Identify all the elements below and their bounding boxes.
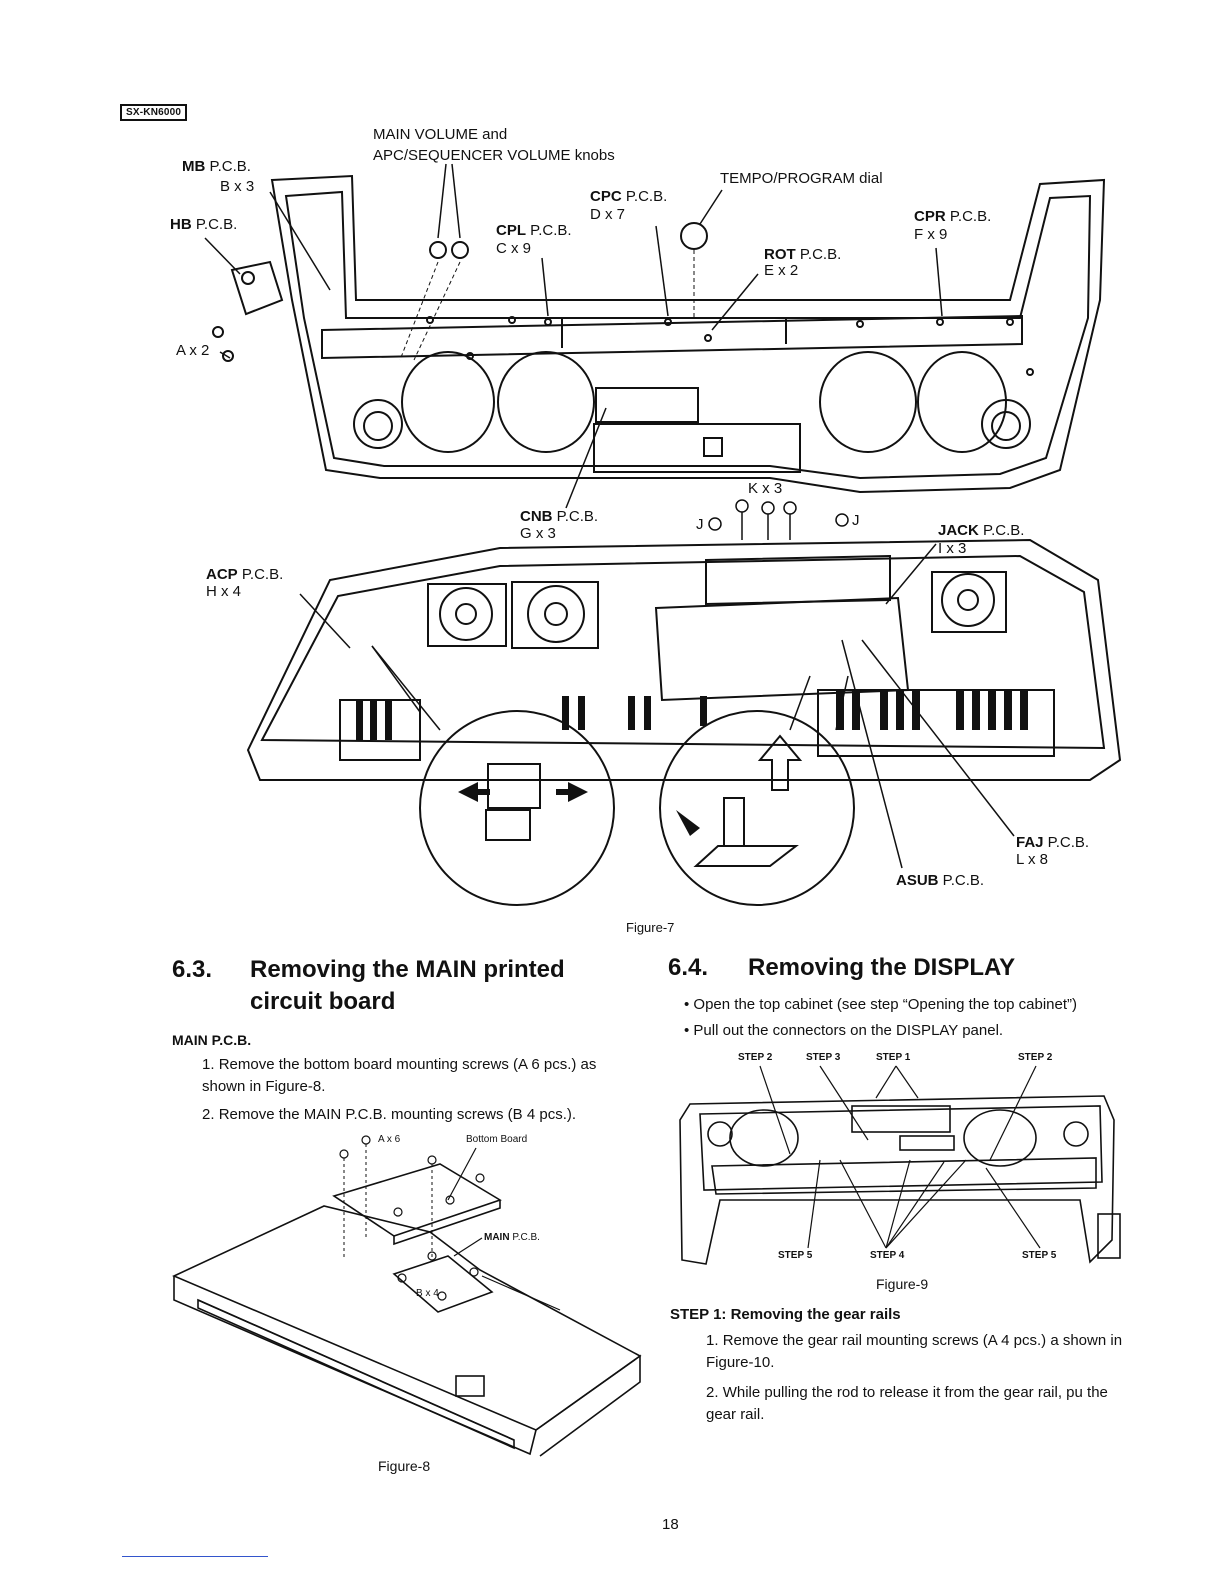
cpc-pcb-label: CPC P.C.B. [590,188,668,205]
figure-9-step5-left: STEP 5 [778,1250,813,1261]
cnb-pcb-label: CNB P.C.B. [520,508,599,525]
section-6-3-step-2: 2. Remove the MAIN P.C.B. mounting screw… [202,1106,577,1123]
cnb-qty: G x 3 [520,525,556,542]
step-1-item-1: 1. Remove the gear rail mounting screws … [706,1332,1123,1371]
footer-rule [122,1556,268,1557]
figure-9-step2-left: STEP 2 [738,1052,773,1063]
cpc-qty: D x 7 [590,206,626,223]
faj-qty: L x 8 [1016,851,1048,868]
step-1-heading: STEP 1: Removing the gear rails [670,1306,901,1323]
rot-pcb-label: ROT P.C.B. [764,246,842,263]
asub-pcb-label: ASUB P.C.B. [896,872,985,889]
section-6-3-step-1: 1. Remove the bottom board mounting scre… [202,1056,597,1095]
main-volume-label-1: MAIN VOLUME and [373,126,508,143]
cpr-pcb-label: CPR P.C.B. [914,208,992,225]
main-volume-label-2: APC/SEQUENCER VOLUME knobs [373,147,615,164]
faj-pcb-label: FAJ P.C.B. [1016,834,1090,851]
figure-9-step4: STEP 4 [870,1250,905,1261]
rot-qty: E x 2 [764,262,799,279]
section-6-3-title-line2: circuit board [250,988,396,1015]
figure-7-caption: Figure-7 [626,920,675,935]
main-pcb-subhead: MAIN P.C.B. [172,1032,252,1048]
cpr-qty: F x 9 [914,226,948,243]
figure-9-step2-right: STEP 2 [1018,1052,1053,1063]
figure-8-caption: Figure-8 [378,1458,431,1474]
tempo-dial-label: TEMPO/PROGRAM dial [720,170,883,187]
k-qty: K x 3 [748,480,783,497]
section-6-4-bullet-2: • Pull out the connectors on the DISPLAY… [684,1022,1004,1039]
figure-9-step5-right: STEP 5 [1022,1250,1057,1261]
acp-qty: H x 4 [206,583,242,600]
section-6-3-number: 6.3. [172,956,213,983]
section-6-4-title: Removing the DISPLAY [748,954,1016,981]
figure-8-a-qty: A x 6 [378,1134,401,1145]
page-number: 18 [662,1516,679,1533]
section-6-3-title-line1: Removing the MAIN printed [250,956,565,983]
jack-qty: I x 3 [938,540,967,557]
figure-9-step1: STEP 1 [876,1052,911,1063]
j-left-label: J [696,516,704,533]
model-tag: SX-KN6000 [120,104,188,121]
figure-8-bottom-board: Bottom Board [466,1134,528,1145]
cpl-qty: C x 9 [496,240,532,257]
a-qty: A x 2 [176,342,210,359]
mb-qty: B x 3 [220,178,255,195]
step-1-item-2: 2. While pulling the rod to release it f… [706,1384,1108,1423]
acp-pcb-label: ACP P.C.B. [206,566,284,583]
figure-8-b-qty: B x 4 [416,1288,439,1299]
cpl-pcb-label: CPL P.C.B. [496,222,572,239]
hb-pcb-label: HB P.C.B. [170,216,238,233]
section-6-4-number: 6.4. [668,954,709,981]
section-6-4-bullet-1: • Open the top cabinet (see step “Openin… [684,996,1077,1013]
jack-pcb-label: JACK P.C.B. [938,522,1025,539]
mb-pcb-label: MB P.C.B. [182,158,251,175]
j-right-label: J [852,512,860,529]
figure-9-step3: STEP 3 [806,1052,841,1063]
figure-8-main-pcb: MAIN P.C.B. [484,1232,540,1243]
figure-9-caption: Figure-9 [876,1276,929,1292]
